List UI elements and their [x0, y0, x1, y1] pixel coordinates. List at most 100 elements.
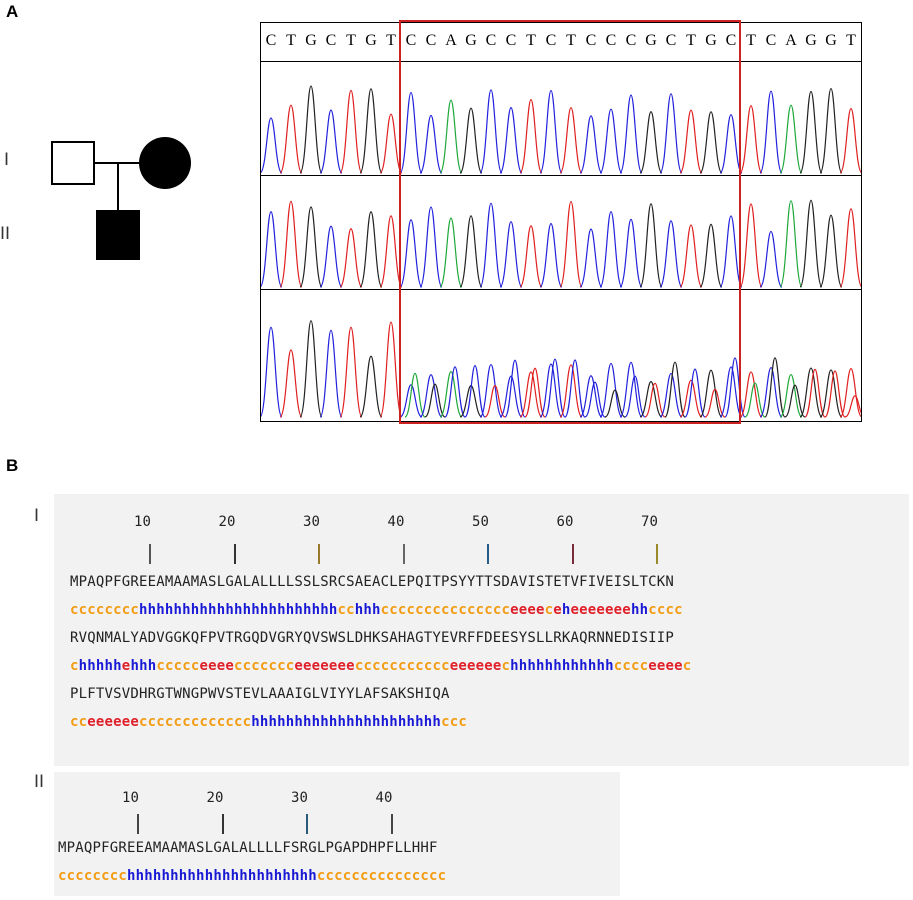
trace-peak: [679, 224, 703, 288]
residue-position-label: 40: [375, 790, 393, 806]
trace-peak: [679, 379, 703, 418]
structure-segment: ccccc: [156, 658, 200, 674]
base-call: G: [305, 32, 317, 49]
trace-peak: [564, 359, 586, 418]
trace-peak: [339, 228, 363, 288]
trace-peak: [659, 372, 683, 418]
trace-peak: [499, 375, 523, 418]
trace-peak: [799, 90, 823, 174]
position-tick: [656, 544, 659, 564]
position-tick: [402, 544, 405, 564]
base-call: C: [545, 32, 557, 49]
trace-peak: [659, 93, 683, 174]
trace-divider: [261, 289, 861, 290]
trace-peak: [719, 215, 743, 288]
trace-peak: [639, 111, 663, 174]
structure-segment: ccccccccccc: [354, 658, 450, 674]
trace-peak: [439, 99, 463, 174]
trace-peak: [844, 395, 861, 418]
base-call: C: [625, 32, 637, 49]
trace-peak: [379, 113, 403, 174]
structure-segment: ccccccc: [234, 658, 295, 674]
structure-segment: c: [682, 658, 692, 674]
trace-peak: [684, 368, 706, 418]
trace-peak: [739, 105, 763, 174]
secondary-structure-prediction: chhhhhehhhccccceeeeccccccceeeeeeeccccccc…: [70, 658, 691, 674]
base-call: C: [585, 32, 597, 49]
base-call: G: [825, 32, 837, 49]
structure-segment: ccccccccccccccc: [380, 602, 511, 618]
base-call: C: [765, 32, 777, 49]
trace-peak: [419, 374, 443, 418]
trace-peak: [519, 99, 543, 174]
trace-peak: [704, 388, 726, 418]
position-tick: [390, 814, 393, 834]
trace-peak: [459, 107, 483, 174]
structure-segment: e: [553, 602, 562, 618]
structure-segment: hhhhh: [78, 658, 122, 674]
base-call: G: [645, 32, 657, 49]
secondary-structure-prediction: cceeeeeeccccccccccccchhhhhhhhhhhhhhhhhhh…: [70, 714, 467, 730]
base-call: T: [526, 32, 536, 49]
structure-segment: ccccccccccccc: [139, 714, 252, 730]
structure-segment: hhhhhhhhhhhhhhhhhhhhhhh: [139, 602, 338, 618]
structure-segment: eeeeeee: [294, 658, 355, 674]
structure-segment: eeee: [648, 658, 683, 674]
trace-peak: [419, 114, 443, 174]
residue-position-label: 30: [291, 790, 308, 806]
amino-acid-sequence: MPAQPFGREEAMAAMASLGALALLLLSSLSRCSAEACLEP…: [70, 574, 675, 590]
structure-segment: eeeeee: [449, 658, 502, 674]
trace-peak: [839, 107, 861, 174]
trace-peak: [359, 355, 383, 418]
base-call: T: [686, 32, 696, 49]
trace-peak: [759, 230, 783, 288]
base-call: C: [605, 32, 617, 49]
trace-peak: [624, 375, 646, 418]
residue-position-label: 40: [387, 514, 405, 530]
structure-segment: cc: [337, 602, 355, 618]
panel-a-label: A: [6, 2, 19, 21]
position-tick: [318, 544, 321, 564]
trace-peak: [559, 364, 583, 418]
protein-i-label: I: [34, 506, 40, 526]
trace-peak: [499, 107, 523, 174]
structure-segment: cccccccc: [58, 868, 128, 884]
trace-peak: [644, 382, 666, 418]
secondary-structure-prediction: cccccccchhhhhhhhhhhhhhhhhhhhhhhcchhhcccc…: [70, 602, 683, 618]
trace-peak: [279, 104, 303, 174]
base-call: C: [405, 32, 417, 49]
base-call: C: [425, 32, 437, 49]
trace-peak: [699, 111, 723, 174]
trace-peak: [479, 89, 503, 174]
generation-i-label: I: [4, 150, 10, 170]
base-call: T: [746, 32, 756, 49]
trace-peak: [779, 104, 803, 174]
structure-segment: cc: [70, 714, 88, 730]
structure-segment: ccc: [441, 714, 467, 730]
mother-affected-symbol: [139, 137, 191, 189]
trace-peak: [299, 320, 323, 418]
base-call: A: [445, 32, 457, 49]
structure-segment: eeee: [510, 602, 545, 618]
position-tick: [571, 544, 574, 564]
structure-segment: cccc: [613, 658, 649, 674]
trace-peak: [379, 321, 403, 418]
base-call: C: [725, 32, 737, 49]
trace-peak: [459, 215, 483, 288]
trace-peak: [399, 91, 423, 174]
father-unaffected-symbol: [51, 141, 95, 185]
trace-peak: [399, 384, 423, 418]
trace-individual-1: [261, 85, 861, 174]
base-call: T: [346, 32, 356, 49]
base-call: C: [505, 32, 517, 49]
trace-peak: [744, 382, 766, 418]
trace-peak: [824, 370, 846, 418]
pedigree-diagram: [51, 137, 191, 260]
panel-b-label: B: [6, 456, 19, 475]
trace-peak: [584, 381, 606, 418]
base-call: G: [465, 32, 477, 49]
trace-peak: [599, 211, 623, 288]
